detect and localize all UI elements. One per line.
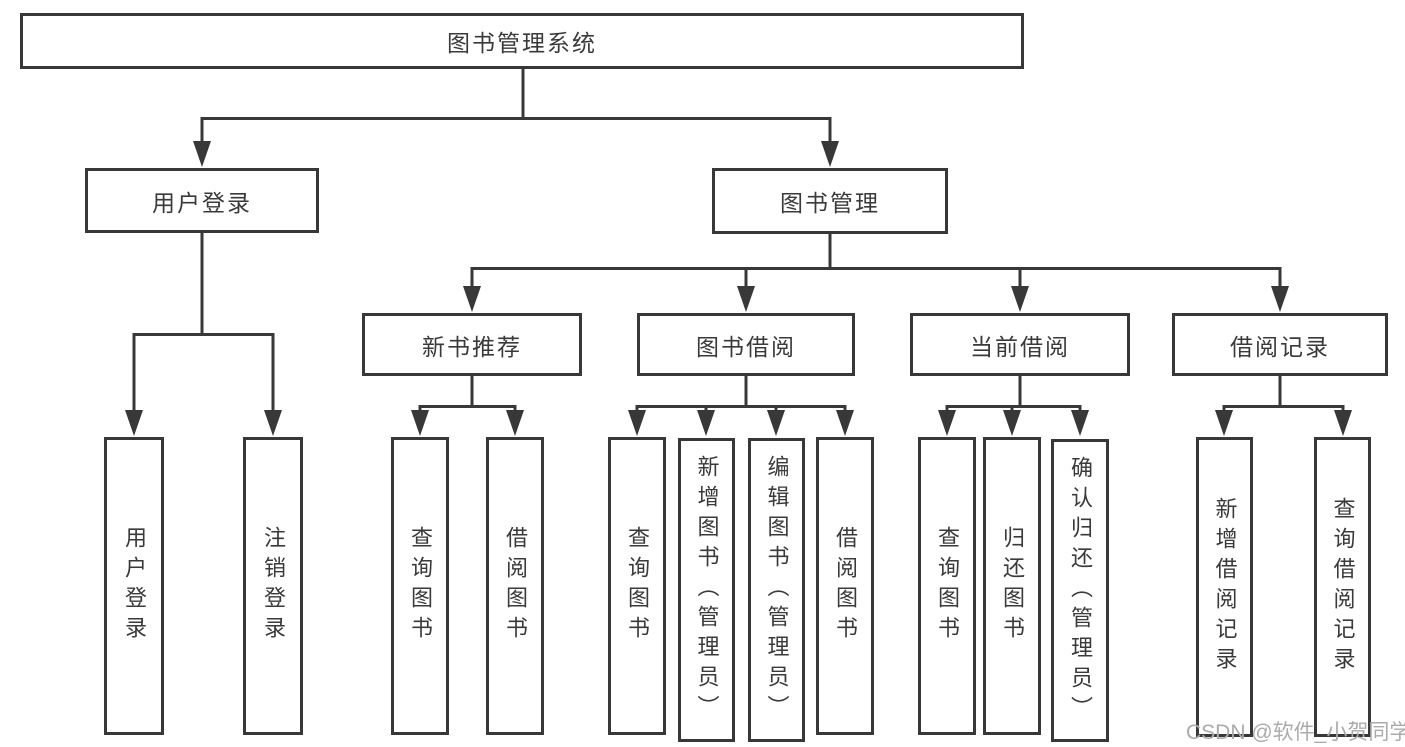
leaf-bb-edit-books-admin: 编辑图书（管理员） <box>748 438 805 742</box>
leaf-records-query-label: 查询借阅记录 <box>1330 497 1356 677</box>
node-borrow-records-label: 借阅记录 <box>1230 333 1330 360</box>
node-root-label: 图书管理系统 <box>447 30 597 56</box>
leaf-logout: 注销登录 <box>243 437 303 735</box>
leaf-user-login-label: 用户登录 <box>122 526 147 646</box>
leaf-rec-query-books: 查询图书 <box>391 437 449 735</box>
node-borrow-records: 借阅记录 <box>1172 313 1388 376</box>
node-root: 图书管理系统 <box>20 13 1024 69</box>
node-new-book-recommend: 新书推荐 <box>362 313 582 376</box>
leaf-bb-borrow-books-label: 借阅图书 <box>833 526 858 646</box>
leaf-rec-borrow-books: 借阅图书 <box>486 437 544 735</box>
leaf-user-login: 用户登录 <box>104 437 164 735</box>
node-current-borrow: 当前借阅 <box>910 313 1130 376</box>
leaf-cur-return-books: 归还图书 <box>983 437 1041 735</box>
leaf-bb-borrow-books: 借阅图书 <box>816 437 874 735</box>
leaf-records-add: 新增借阅记录 <box>1196 437 1253 737</box>
node-book-borrow: 图书借阅 <box>637 313 855 376</box>
leaf-records-add-label: 新增借阅记录 <box>1212 497 1238 677</box>
leaf-bb-add-books-admin: 新增图书（管理员） <box>678 438 735 742</box>
node-current-borrow-label: 当前借阅 <box>970 333 1070 360</box>
node-user-login-label: 用户登录 <box>152 189 252 216</box>
leaf-records-query: 查询借阅记录 <box>1314 437 1371 737</box>
leaf-bb-query-books: 查询图书 <box>608 437 666 735</box>
node-book-management: 图书管理 <box>712 168 948 234</box>
leaf-cur-confirm-return-admin-label: 确认归还（管理员） <box>1068 455 1093 726</box>
leaf-cur-query-books: 查询图书 <box>918 437 976 735</box>
watermark: CSDN @软件_小贺同学 <box>1186 721 1405 744</box>
leaf-rec-borrow-books-label: 借阅图书 <box>503 526 528 646</box>
node-new-book-recommend-label: 新书推荐 <box>422 333 522 360</box>
node-book-borrow-label: 图书借阅 <box>696 333 796 360</box>
leaf-cur-query-books-label: 查询图书 <box>935 526 960 646</box>
leaf-cur-confirm-return-admin: 确认归还（管理员） <box>1051 439 1109 742</box>
leaf-bb-add-books-admin-label: 新增图书（管理员） <box>694 455 720 725</box>
leaf-logout-label: 注销登录 <box>261 526 286 646</box>
leaf-rec-query-books-label: 查询图书 <box>408 526 433 646</box>
leaf-bb-query-books-label: 查询图书 <box>625 526 650 646</box>
leaf-cur-return-books-label: 归还图书 <box>1000 526 1025 646</box>
node-user-login: 用户登录 <box>85 168 319 233</box>
node-book-management-label: 图书管理 <box>780 190 880 216</box>
leaf-bb-edit-books-admin-label: 编辑图书（管理员） <box>764 455 790 725</box>
